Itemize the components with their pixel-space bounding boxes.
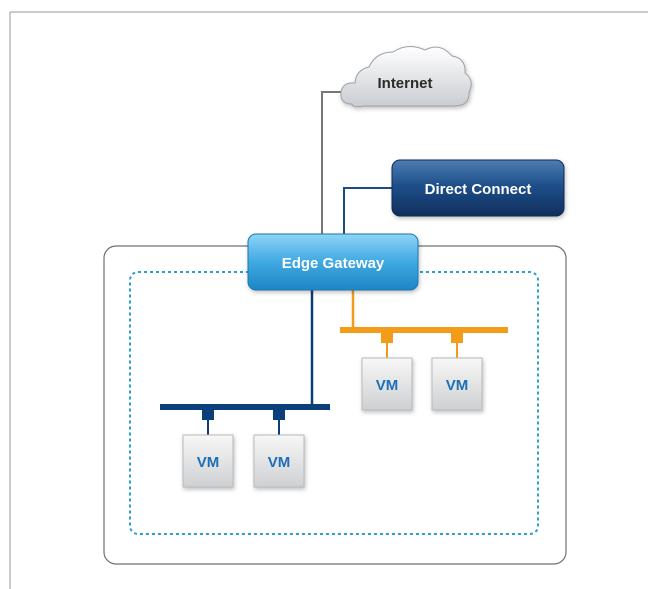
blue-network-port-1: [202, 410, 214, 420]
orange-network-bus: [340, 327, 508, 333]
orange-network-port-2: [451, 333, 463, 343]
orange-network: [340, 327, 508, 358]
internet-label: Internet: [377, 75, 432, 92]
blue-network: [160, 404, 330, 435]
routed-network-boundary: [129, 271, 539, 535]
vm-label: VM: [446, 377, 469, 394]
orange-network-port-1: [381, 333, 393, 343]
edge-gateway-box: [247, 233, 419, 291]
direct-connect-label: Direct Connect: [425, 181, 532, 198]
blue-network-port-2: [273, 410, 285, 420]
internet-cloud: [340, 46, 472, 108]
direct-connect-box: [391, 159, 565, 217]
vm-label: VM: [197, 454, 220, 471]
direct-connect-link: [343, 187, 392, 236]
vm-box: [253, 434, 305, 488]
vm-box: [182, 434, 234, 488]
vm-label: VM: [376, 377, 399, 394]
vm-label: VM: [268, 454, 291, 471]
blue-network-bus: [160, 404, 330, 410]
internet-link: [321, 91, 348, 236]
edge-gateway-label: Edge Gateway: [282, 255, 385, 272]
vm-box: [361, 357, 413, 411]
vm-box: [431, 357, 483, 411]
